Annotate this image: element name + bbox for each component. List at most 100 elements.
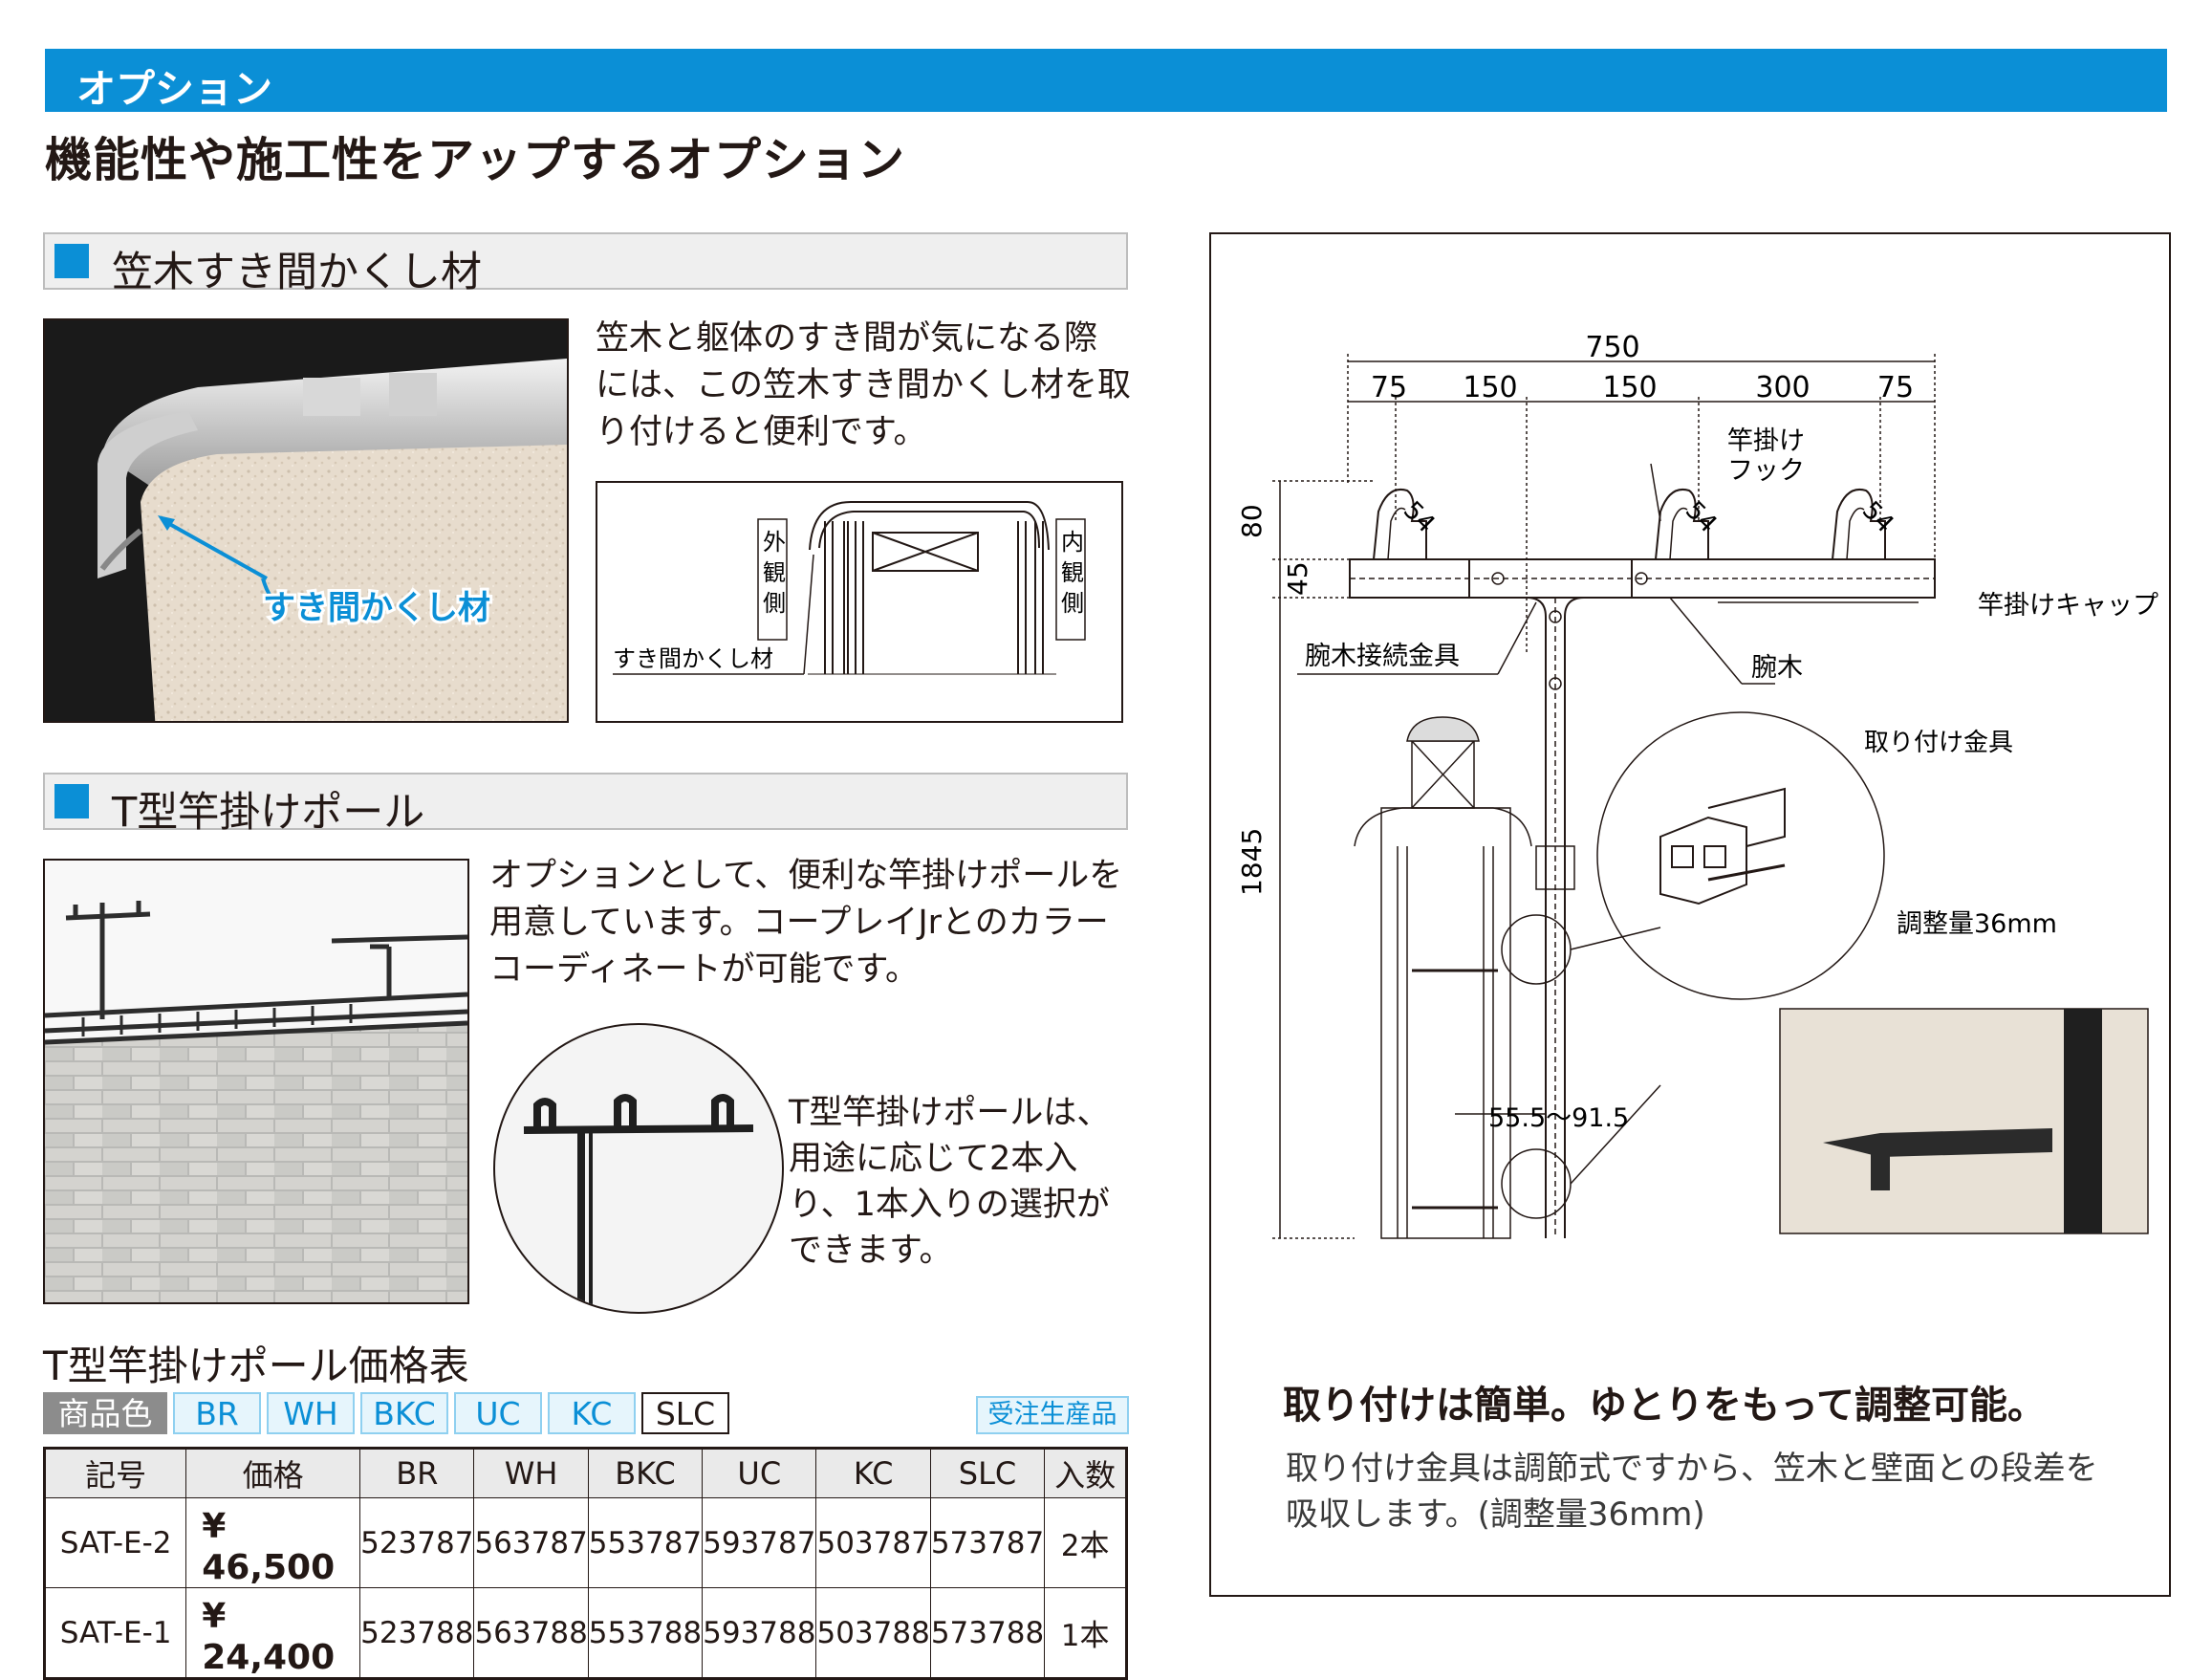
color-chip-bkc: BKC [360, 1392, 448, 1434]
section-header-pole: T型竿掛けポール [43, 773, 1128, 837]
install-headline: 取り付けは簡単。ゆとりをもって調整可能。 [1283, 1384, 2046, 1428]
page-title: 機能性や施工性をアップするオプション [45, 133, 906, 187]
detail-line: T型竿掛けポールは、 [789, 1094, 1111, 1132]
color-chips: 商品色 BR WH BKC UC KC SLC 受注生産品 [43, 1392, 1129, 1434]
col-header: UC [702, 1448, 817, 1498]
dim-segment: 150 [1463, 371, 1517, 404]
cell-qty: 2本 [1044, 1497, 1127, 1588]
inside-label: 観 [1061, 559, 1084, 586]
dim-segment: 300 [1755, 371, 1810, 404]
cell-price: ¥ 46,500 [185, 1497, 361, 1588]
dim-segment: 75 [1877, 371, 1914, 404]
install-description: 取り付け金具は調節式ですから、笠木と壁面との段差を 吸収します。(調整量36mm… [1286, 1446, 2098, 1538]
price-table-title: T型竿掛けポール価格表 [43, 1342, 469, 1389]
dim-hook-radius: 54 [1680, 496, 1723, 539]
col-header: 入数 [1044, 1448, 1127, 1498]
dim-arm-height: 45 [1282, 561, 1313, 596]
banner-label: オプション [76, 66, 272, 112]
label-hook: フック [1727, 456, 1805, 486]
kasagi-description: 笠木と躯体のすき間が気になる際 には、この笠木すき間かくし材を取 り付けると便利… [596, 316, 1131, 456]
col-header: 記号 [43, 1448, 187, 1498]
cell-uc: 593788 [702, 1587, 817, 1679]
outside-label: 観 [763, 559, 786, 586]
label-arm: 腕木 [1751, 653, 1803, 683]
cell-kc: 503787 [815, 1497, 931, 1588]
kasagi-photo-illustration: すき間かくし材 [45, 320, 567, 721]
body-line: 吸収します。(調整量36mm) [1286, 1495, 1705, 1534]
label-hook: 竿掛け [1727, 426, 1805, 456]
pole-description: オプションとして、便利な竿掛けポールを 用意しています。コープレイJrとのカラー… [489, 853, 1139, 993]
cell-slc: 573788 [929, 1587, 1046, 1679]
cell-price: ¥ 24,400 [185, 1587, 361, 1679]
cell-bkc: 553788 [587, 1587, 704, 1679]
color-chip-wh: WH [267, 1392, 355, 1434]
label-arm-bracket: 腕木接続金具 [1305, 642, 1460, 671]
kasagi-cross-section-diagram: 外 観 側 内 観 側 すき間かくし材 [596, 481, 1123, 723]
desc-line: 用意しています。コープレイJrとのカラー [489, 904, 1109, 942]
table-row: SAT-E-1 ¥ 24,400 523788 563788 553788 59… [43, 1587, 1127, 1679]
color-chip-uc: UC [454, 1392, 542, 1434]
dim-pole-height: 1845 [1236, 828, 1268, 896]
col-header: BKC [587, 1448, 704, 1498]
cell-qty: 1本 [1044, 1587, 1127, 1679]
pole-detail-text: T型竿掛けポールは、 用途に応じて2本入 り、1本入りの選択が できます。 [789, 1090, 1152, 1274]
dim-segment: 75 [1371, 371, 1407, 404]
price-table: 記号 価格 BR WH BKC UC KC SLC 入数 SAT-E-2 ¥ 4… [43, 1447, 1128, 1680]
col-header: KC [815, 1448, 931, 1498]
dim-clamp-range: 55.5〜91.5 [1488, 1103, 1629, 1133]
body-line: 取り付け金具は調節式ですから、笠木と壁面との段差を [1286, 1450, 2098, 1488]
balcony-pole-photo [43, 859, 469, 1304]
section-title: 笠木すき間かくし材 [112, 249, 482, 296]
table-header-row: 記号 価格 BR WH BKC UC KC SLC 入数 [43, 1448, 1127, 1498]
cell-wh: 563787 [473, 1497, 589, 1588]
label-adjust: 調整量36mm [1897, 909, 2057, 939]
desc-line: 笠木と躯体のすき間が気になる際 [596, 319, 1098, 358]
desc-line: コーディネートが可能です。 [489, 950, 920, 989]
dim-segment: 150 [1602, 371, 1657, 404]
detail-line: できます。 [789, 1232, 953, 1270]
cell-br: 523788 [359, 1587, 475, 1679]
cell-bkc: 553787 [587, 1497, 704, 1588]
table-row: SAT-E-2 ¥ 46,500 523787 563787 553787 59… [43, 1497, 1127, 1588]
inside-label: 側 [1061, 590, 1084, 617]
color-chip-br: BR [173, 1392, 261, 1434]
dim-hook-radius: 54 [1856, 496, 1899, 539]
detail-line: 用途に応じて2本入 [789, 1140, 1078, 1178]
dim-hook-radius: 54 [1398, 496, 1441, 539]
cell-uc: 593787 [702, 1497, 817, 1588]
section-banner: オプション [45, 49, 2167, 112]
desc-line: には、この笠木すき間かくし材を取 [596, 366, 1132, 404]
made-to-order-badge: 受注生産品 [976, 1396, 1129, 1434]
dim-total-width: 750 [1585, 331, 1639, 364]
label-cap: 竿掛けキャップ [1978, 591, 2158, 621]
col-header: SLC [929, 1448, 1046, 1498]
outside-label: 外 [763, 529, 786, 556]
color-chip-kc: KC [548, 1392, 636, 1434]
cell-br: 523787 [359, 1497, 475, 1588]
part-label: すき間かくし材 [613, 645, 773, 672]
col-header: BR [359, 1448, 475, 1498]
inside-label: 内 [1061, 529, 1084, 556]
photo-callout-label: すき間かくし材 [263, 589, 490, 627]
cell-kc: 503788 [815, 1587, 931, 1679]
desc-line: り付けると便利です。 [596, 413, 927, 451]
t-pole-drawing: 750 75 150 150 300 75 80 45 1845 54 54 5… [1236, 331, 2158, 1239]
kasagi-photo: すき間かくし材 [43, 318, 569, 723]
section-marker-icon [54, 244, 89, 278]
desc-line: オプションとして、便利な竿掛けポールを [489, 857, 1123, 895]
col-header: 価格 [185, 1448, 361, 1498]
section-header-kasagi: 笠木すき間かくし材 [43, 232, 1128, 296]
cell-code: SAT-E-2 [43, 1497, 187, 1588]
pole-closeup-image [493, 1023, 784, 1314]
drawing-panel: 750 75 150 150 300 75 80 45 1845 54 54 5… [1209, 232, 2171, 1597]
detail-line: り、1本入りの選択が [789, 1186, 1110, 1224]
cell-wh: 563788 [473, 1587, 589, 1679]
cell-slc: 573787 [929, 1497, 1046, 1588]
color-chip-slc: SLC [641, 1392, 729, 1434]
color-label: 商品色 [43, 1392, 167, 1434]
section-marker-icon [54, 784, 89, 818]
cell-code: SAT-E-1 [43, 1587, 187, 1679]
label-mount-bracket: 取り付け金具 [1864, 729, 2013, 757]
section-title: T型竿掛けポール [112, 789, 425, 837]
dim-hook-height: 80 [1236, 504, 1268, 538]
